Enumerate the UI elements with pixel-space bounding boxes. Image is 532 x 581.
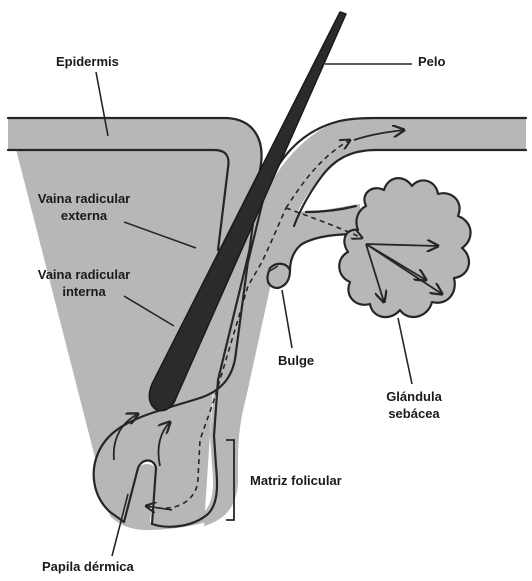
label-vaina-interna-line1: Vaina radicular: [38, 266, 131, 283]
label-vaina-externa-line2: externa: [38, 207, 131, 224]
leader-glandula: [398, 318, 412, 384]
label-vaina-interna-line2: interna: [38, 283, 131, 300]
label-glandula-line1: Glándula: [386, 388, 442, 405]
label-matriz: Matriz folicular: [250, 472, 342, 489]
label-papila: Papila dérmica: [42, 558, 134, 575]
label-vaina-interna: Vaina radicular interna: [38, 266, 131, 300]
label-vaina-externa: Vaina radicular externa: [38, 190, 131, 224]
label-epidermis: Epidermis: [56, 53, 119, 70]
label-vaina-externa-line1: Vaina radicular: [38, 190, 131, 207]
label-bulge: Bulge: [278, 352, 314, 369]
label-glandula-line2: sebácea: [386, 405, 442, 422]
label-pelo: Pelo: [418, 53, 445, 70]
label-glandula: Glándula sebácea: [386, 388, 442, 422]
leader-bulge: [282, 290, 292, 348]
sebaceous-gland: [339, 178, 470, 317]
bulge-shape: [267, 264, 290, 288]
